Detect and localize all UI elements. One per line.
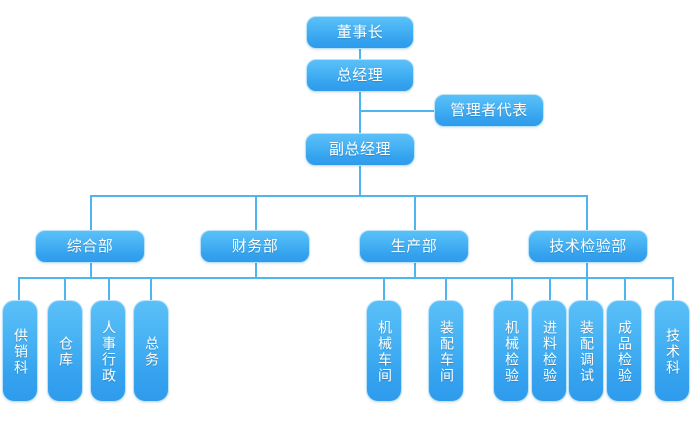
node-technical-section[interactable]: 技术科 <box>654 300 690 402</box>
node-management-representative[interactable]: 管理者代表 <box>434 94 544 127</box>
connector-to-general-services <box>150 277 152 302</box>
node-general-affairs-dept[interactable]: 综合部 <box>35 230 145 263</box>
connector-management-rep <box>359 110 435 112</box>
connector-to-finished-inspection <box>624 277 626 302</box>
connector-gm-to-deputy <box>359 92 361 133</box>
node-machine-inspection[interactable]: 机械检验 <box>493 300 529 402</box>
node-finished-inspection[interactable]: 成品检验 <box>606 300 642 402</box>
connector-to-finance-dept <box>255 195 257 230</box>
node-assembly-debug[interactable]: 装配调试 <box>568 300 604 402</box>
connector-to-machine-workshop <box>383 277 385 302</box>
stem-technical-inspection-dept <box>586 263 588 278</box>
connector-to-technical-inspection-dept <box>586 195 588 230</box>
node-deputy-general-manager[interactable]: 副总经理 <box>305 133 415 166</box>
node-hr-admin[interactable]: 人事行政 <box>90 300 126 402</box>
connector-to-production-dept <box>414 195 416 230</box>
connector-to-assembly-debug <box>586 277 588 302</box>
connector-chairman-to-gm <box>359 49 361 63</box>
node-production-dept[interactable]: 生产部 <box>359 230 469 263</box>
unit-bus-bar <box>18 277 672 279</box>
department-bus-bar <box>90 195 587 197</box>
connector-to-hr-admin <box>108 277 110 302</box>
connector-to-general-affairs-dept <box>90 195 92 230</box>
stem-production-dept <box>414 263 416 278</box>
node-warehouse[interactable]: 仓库 <box>47 300 83 402</box>
node-sales-section[interactable]: 供销科 <box>2 300 38 402</box>
connector-to-sales-section <box>18 277 20 302</box>
connector-deputy-to-bus <box>359 166 361 196</box>
connector-to-machine-inspection <box>511 277 513 302</box>
connector-to-assembly-workshop <box>445 277 447 302</box>
node-machine-workshop[interactable]: 机械车间 <box>366 300 402 402</box>
stem-finance-dept <box>255 263 257 278</box>
node-technical-inspection-dept[interactable]: 技术检验部 <box>528 230 648 263</box>
node-chairman[interactable]: 董事长 <box>306 16 414 49</box>
node-general-manager[interactable]: 总经理 <box>306 59 414 92</box>
connector-to-incoming-inspection <box>549 277 551 302</box>
connector-to-technical-section <box>672 277 674 302</box>
node-general-services[interactable]: 总务 <box>133 300 169 402</box>
node-finance-dept[interactable]: 财务部 <box>200 230 310 263</box>
stem-general-affairs-dept <box>90 263 92 278</box>
node-assembly-workshop[interactable]: 装配车间 <box>428 300 464 402</box>
node-incoming-inspection[interactable]: 进料检验 <box>531 300 567 402</box>
connector-to-warehouse <box>64 277 66 302</box>
